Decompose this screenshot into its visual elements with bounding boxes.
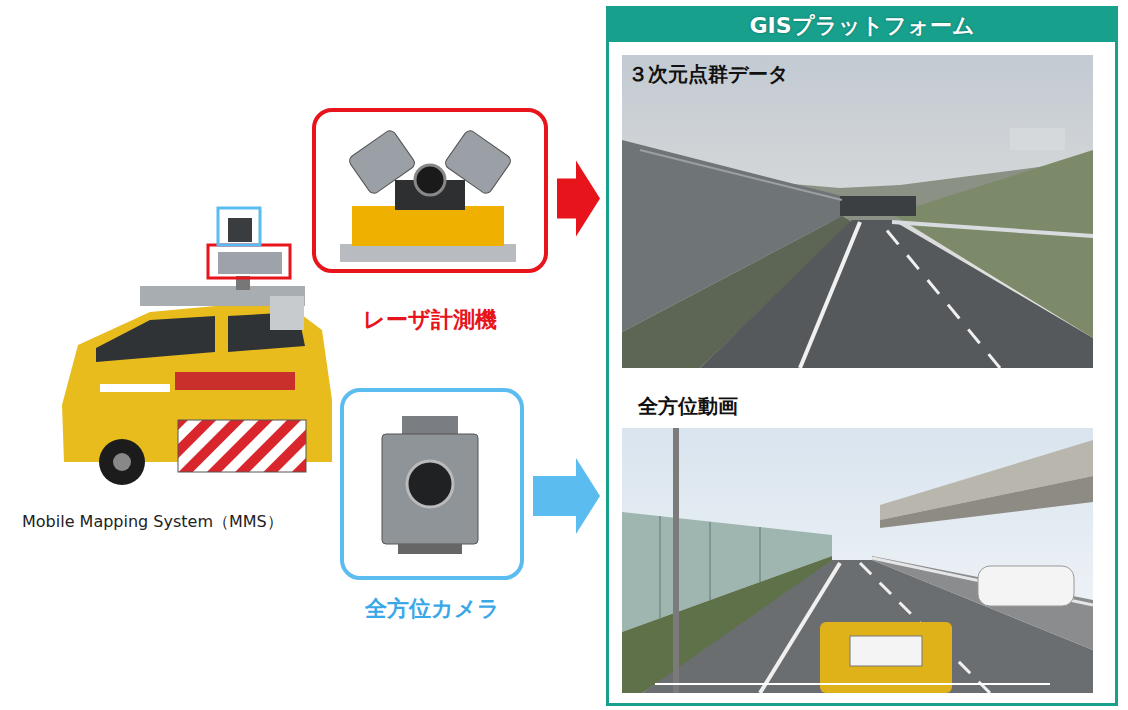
camera-frame xyxy=(342,390,522,578)
car-window xyxy=(96,316,215,362)
elevated-underside xyxy=(880,476,1093,528)
roof-device xyxy=(850,636,922,666)
overpass xyxy=(840,196,916,216)
mms-roof xyxy=(820,622,952,693)
laser-device xyxy=(314,110,546,271)
right-bank xyxy=(892,150,1093,338)
image-box: ３次元点群データ xyxy=(622,55,1093,368)
sky xyxy=(622,428,1093,693)
camera-device xyxy=(342,390,522,578)
device-rail xyxy=(340,244,516,262)
camera-mount xyxy=(398,544,462,554)
device-label: 全方位カメラ xyxy=(365,594,500,624)
white-car xyxy=(978,566,1074,606)
block-arrow xyxy=(533,458,600,534)
image-title: 全方位動画 xyxy=(638,393,738,420)
laser-highlight xyxy=(208,245,290,278)
image-title: ３次元点群データ xyxy=(628,61,788,88)
image-box: 全方位動画 xyxy=(622,428,1093,693)
device-label: レーザ計測機 xyxy=(363,305,497,335)
pole xyxy=(673,428,679,693)
barrier-post xyxy=(759,527,761,582)
mms-car xyxy=(62,208,332,485)
laser-frame xyxy=(314,110,546,271)
tail-light xyxy=(175,372,295,390)
gis-panel: GISプラットフォーム ３次元点群データ全方位動画 xyxy=(606,6,1118,706)
point-cloud-image xyxy=(622,55,1093,368)
barrier-post xyxy=(709,522,711,600)
panel-title: GISプラットフォーム xyxy=(749,11,974,41)
video-image xyxy=(622,428,1093,693)
striped-bumper xyxy=(178,420,306,472)
camera-highlight xyxy=(218,208,260,245)
laser-unit xyxy=(218,252,282,274)
lane-line xyxy=(800,222,860,368)
door-text xyxy=(100,384,170,392)
device-base xyxy=(352,206,504,246)
wheel-hub xyxy=(113,453,131,471)
panel-header: GISプラットフォーム xyxy=(609,9,1115,42)
car-wheel xyxy=(99,439,145,485)
building xyxy=(1010,128,1065,150)
roof-equipment xyxy=(270,296,304,330)
camera-lens xyxy=(407,461,453,507)
device-box: 全方位カメラ xyxy=(340,388,524,580)
guard-rail xyxy=(872,558,1093,605)
laser-scanner xyxy=(347,128,416,195)
barrier-post xyxy=(659,516,661,618)
device-lens xyxy=(415,165,445,195)
wall-line xyxy=(640,150,842,200)
right-rail xyxy=(892,222,1093,236)
laser-scanner xyxy=(443,128,512,195)
progress-bar xyxy=(655,683,1050,685)
camera-top xyxy=(402,416,458,436)
device-box: レーザ計測機 xyxy=(312,108,548,273)
road xyxy=(642,560,1093,693)
camera-body xyxy=(382,434,478,544)
block-arrow xyxy=(557,161,600,237)
sky xyxy=(622,55,1093,368)
system-caption: Mobile Mapping System（MMS） xyxy=(22,512,283,533)
camera-unit xyxy=(228,218,252,242)
lane-line xyxy=(880,222,1000,368)
